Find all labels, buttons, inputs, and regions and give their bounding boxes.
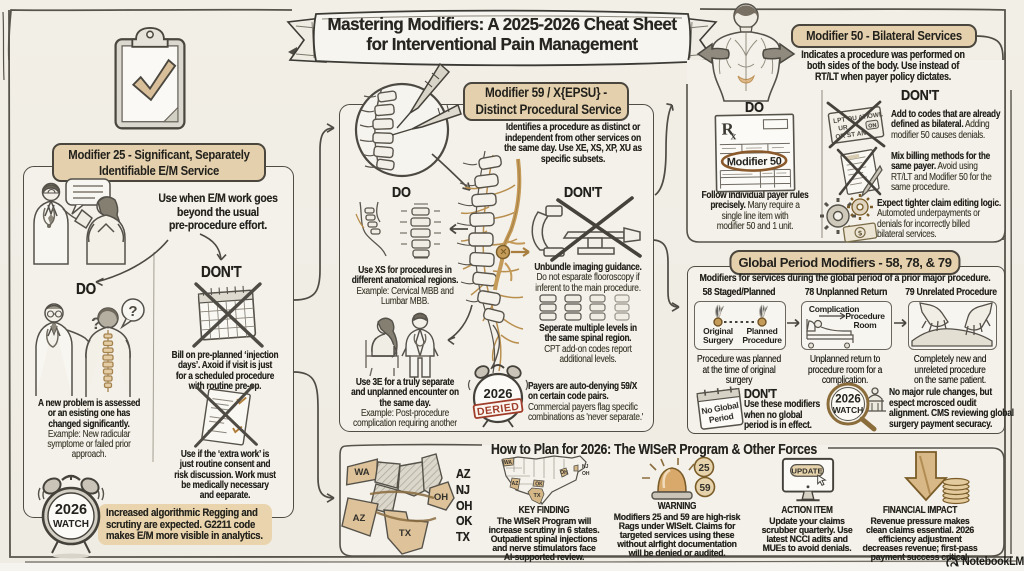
svg-text:59: 59 [699, 483, 711, 494]
svg-text:Room: Room [854, 320, 878, 330]
svg-text:WATCH: WATCH [53, 519, 89, 530]
svg-text:$: $ [858, 230, 863, 237]
svg-text:Complication: Complication [809, 304, 859, 314]
svg-text:2026: 2026 [55, 502, 87, 518]
svg-text:Surgery: Surgery [703, 335, 734, 345]
svg-text:25: 25 [698, 463, 710, 474]
svg-text:OH: OH [560, 470, 568, 476]
svg-text:ON: ON [868, 123, 877, 130]
svg-text:Planned: Planned [747, 326, 778, 336]
svg-text:2026: 2026 [835, 394, 861, 406]
svg-text:?: ? [91, 314, 101, 333]
svg-text:DERIED: DERIED [476, 401, 520, 419]
svg-text:Original: Original [703, 326, 733, 336]
svg-text:UR: UR [838, 124, 849, 132]
svg-text:UPDATE: UPDATE [791, 466, 822, 475]
svg-text:AZ: AZ [353, 513, 366, 524]
svg-text:WA: WA [354, 467, 369, 478]
svg-text:OR ST AN: OR ST AN [835, 130, 867, 141]
svg-text:Procedure: Procedure [845, 311, 885, 321]
svg-text:WATCH: WATCH [833, 405, 864, 415]
svg-text:AZ: AZ [512, 481, 519, 487]
svg-text:2026: 2026 [484, 386, 513, 401]
svg-text:Modifier 50: Modifier 50 [727, 156, 782, 169]
svg-text:TX: TX [399, 528, 412, 539]
svg-text:Procedure: Procedure [742, 335, 782, 345]
svg-text:?: ? [128, 303, 137, 320]
svg-text:OWL: OWL [867, 111, 883, 120]
svg-text:OH: OH [582, 471, 590, 477]
svg-text:TX: TX [533, 493, 540, 499]
svg-text:OK: OK [535, 482, 543, 488]
svg-text:x: x [731, 130, 737, 142]
svg-text:R: R [721, 119, 734, 138]
svg-text:WA: WA [504, 460, 512, 466]
svg-text:NJ: NJ [582, 464, 589, 470]
svg-text:OH: OH [434, 492, 448, 503]
svg-text:Period: Period [708, 411, 734, 425]
